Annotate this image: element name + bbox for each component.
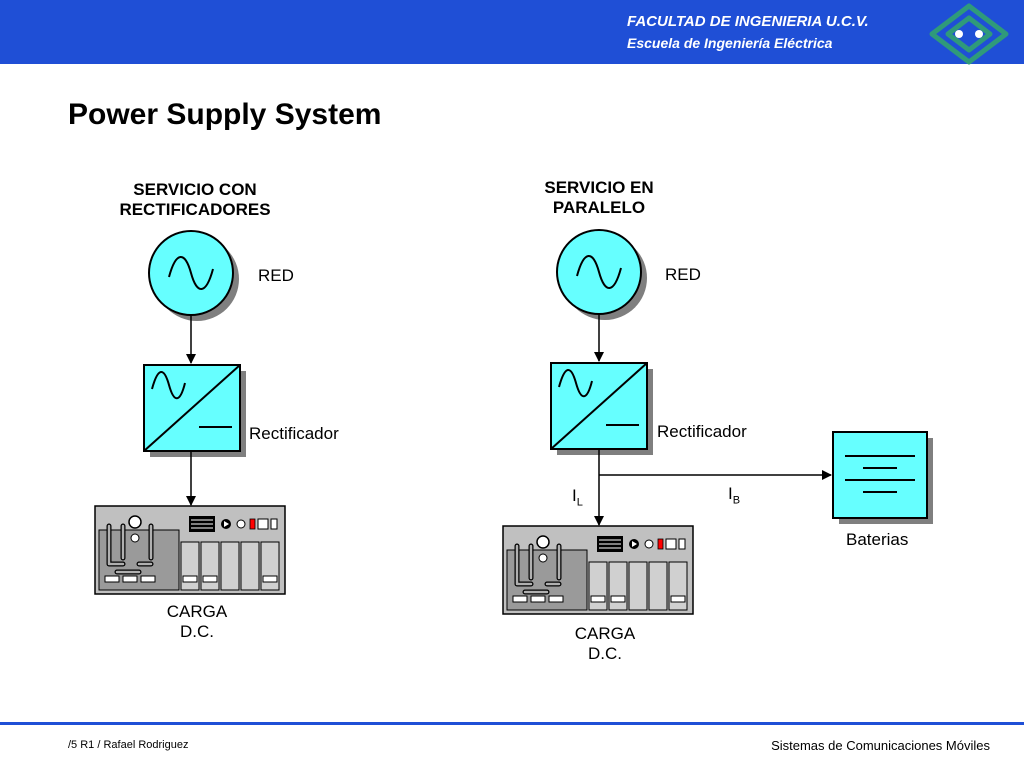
right-heading-line2: PARALELO <box>552 198 646 217</box>
left-heading-line1: SERVICIO CON <box>133 180 257 199</box>
right-load-line2: D.C. <box>588 644 622 663</box>
right-ac-source-icon <box>556 229 648 321</box>
left-load-line2: D.C. <box>180 622 214 641</box>
ucv-engineering-logo-icon <box>929 3 1009 65</box>
right-rectifier-label: Rectificador <box>657 422 747 441</box>
left-rectifier-label: Rectificador <box>249 424 339 443</box>
battery-label: Baterias <box>846 530 909 549</box>
footer-divider <box>0 722 1024 725</box>
left-source-label: RED <box>258 266 294 285</box>
left-rectifier-icon <box>143 364 247 458</box>
load-current-label: IL <box>572 486 583 508</box>
left-dc-load-icon <box>95 506 285 594</box>
right-load-label: CARGA D.C. <box>538 624 672 664</box>
faculty-name: FACULTAD DE INGENIERIA U.C.V. <box>627 13 869 30</box>
left-ac-source-icon <box>148 230 240 322</box>
footer-course: Sistemas de Comunicaciones Móviles <box>771 738 990 753</box>
battery-current-label: IB <box>728 484 740 506</box>
left-heading: SERVICIO CON RECTIFICADORES <box>90 180 300 220</box>
load-current-symbol: I <box>572 486 577 505</box>
load-current-subscript: L <box>576 496 583 509</box>
battery-icon <box>832 431 934 525</box>
page-title: Power Supply System <box>68 98 382 131</box>
left-load-label: CARGA D.C. <box>130 602 264 642</box>
header-bar: FACULTAD DE INGENIERIA U.C.V. Escuela de… <box>0 0 1024 65</box>
right-heading-line1: SERVICIO EN <box>544 178 654 197</box>
footer-author: /5 R1 / Rafael Rodriguez <box>68 739 189 751</box>
left-heading-line2: RECTIFICADORES <box>119 200 271 219</box>
left-load-line1: CARGA <box>166 602 228 621</box>
right-source-label: RED <box>665 265 701 284</box>
battery-current-subscript: B <box>732 494 741 507</box>
right-load-line1: CARGA <box>574 624 636 643</box>
school-name: Escuela de Ingeniería Eléctrica <box>627 35 833 51</box>
right-heading: SERVICIO EN PARALELO <box>516 178 682 218</box>
right-dc-load-icon <box>503 526 693 614</box>
right-rectifier-icon <box>550 362 654 456</box>
battery-current-symbol: I <box>728 484 733 503</box>
